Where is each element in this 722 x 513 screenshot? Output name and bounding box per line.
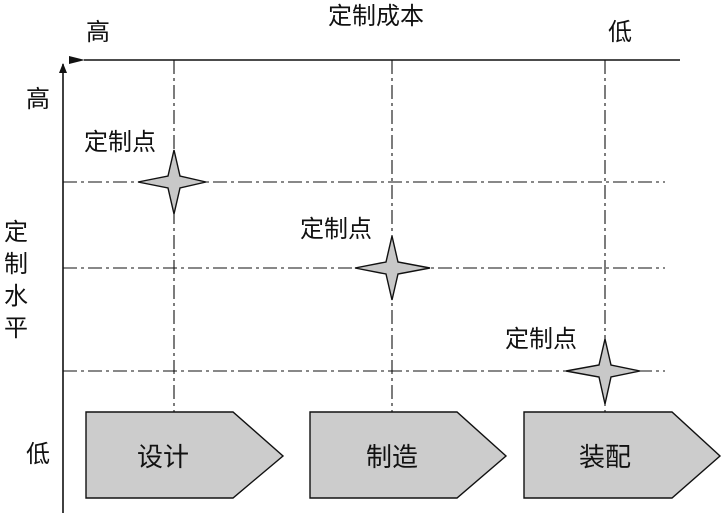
level-axis-title: 定 制 水 平 <box>4 218 28 342</box>
level-axis-low-label: 低 <box>26 440 50 468</box>
level-axis-title-char: 平 <box>4 314 28 342</box>
cost-axis-low-label: 低 <box>608 18 632 46</box>
customization-point-star <box>137 149 207 215</box>
customization-point-star <box>565 338 641 405</box>
stage-label-design: 设计 <box>137 443 189 473</box>
stage-label-manufacturing: 制造 <box>366 443 418 473</box>
customization-point-star <box>354 235 431 301</box>
level-axis-title-char: 水 <box>4 282 28 310</box>
cost-axis-title: 定制成本 <box>328 2 424 30</box>
level-axis-high-label: 高 <box>26 85 50 113</box>
stage-arrow-manufacturing <box>309 411 508 499</box>
customization-point-label: 定制点 <box>505 325 577 353</box>
stage-arrow-design <box>85 411 285 499</box>
stage-label-assembly: 装配 <box>579 443 631 473</box>
stage-arrow-assembly <box>523 411 722 499</box>
level-axis-title-char: 制 <box>4 250 28 278</box>
level-axis-title-char: 定 <box>4 218 28 246</box>
customization-point-label: 定制点 <box>84 128 156 156</box>
cost-axis-high-label: 高 <box>86 18 110 46</box>
customization-point-label: 定制点 <box>300 215 372 243</box>
